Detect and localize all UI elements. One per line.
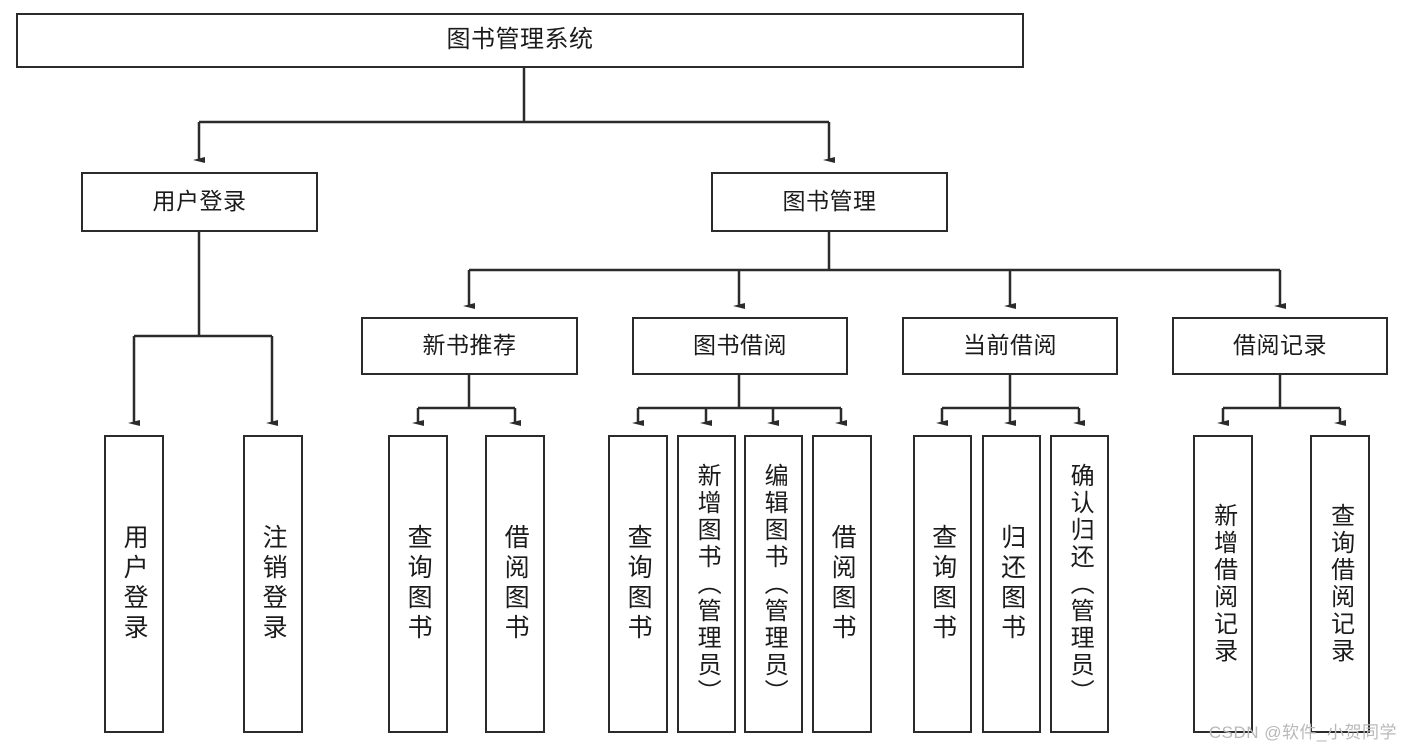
watermark-text: CSDN @软件_小贺同学 <box>1208 723 1397 742</box>
node-label: 查询图书 <box>624 524 653 644</box>
node-label: 新增图书（管理员） <box>693 462 721 706</box>
node-leaf-user-login[interactable]: 用户登录 <box>104 435 164 733</box>
node-label: 用户登录 <box>152 188 247 215</box>
node-leaf-edit-book-admin[interactable]: 编辑图书（管理员） <box>744 435 803 733</box>
node-label: 借阅记录 <box>1233 332 1327 359</box>
node-label: 借阅图书 <box>501 524 530 644</box>
node-root-book-management-system[interactable]: 图书管理系统 <box>16 13 1024 68</box>
node-label: 编辑图书（管理员） <box>760 462 788 706</box>
node-label: 新书推荐 <box>422 332 517 359</box>
node-label: 查询图书 <box>928 524 957 644</box>
node-borrow-record[interactable]: 借阅记录 <box>1172 317 1388 375</box>
node-leaf-logout[interactable]: 注销登录 <box>243 435 303 733</box>
node-leaf-return-book[interactable]: 归还图书 <box>982 435 1041 733</box>
node-label: 当前借阅 <box>963 332 1057 359</box>
node-book-management[interactable]: 图书管理 <box>711 172 948 232</box>
node-leaf-query-book-current[interactable]: 查询图书 <box>913 435 972 733</box>
node-user-login[interactable]: 用户登录 <box>81 172 318 232</box>
node-label: 确认归还（管理员） <box>1066 462 1094 706</box>
node-leaf-query-book-new[interactable]: 查询图书 <box>388 435 448 733</box>
node-label: 查询图书 <box>404 524 433 644</box>
node-label: 图书管理 <box>782 188 877 215</box>
node-label: 借阅图书 <box>828 524 857 644</box>
node-leaf-query-book-borrow[interactable]: 查询图书 <box>608 435 668 733</box>
node-book-borrow[interactable]: 图书借阅 <box>632 317 848 375</box>
node-leaf-add-borrow-record[interactable]: 新增借阅记录 <box>1193 435 1253 733</box>
node-leaf-borrow-book[interactable]: 借阅图书 <box>812 435 872 733</box>
node-new-book-recommend[interactable]: 新书推荐 <box>361 317 578 375</box>
node-label: 查询借阅记录 <box>1326 503 1354 665</box>
node-label: 用户登录 <box>120 524 149 644</box>
node-leaf-confirm-return-admin[interactable]: 确认归还（管理员） <box>1050 435 1109 733</box>
node-label: 注销登录 <box>259 524 288 644</box>
node-label: 新增借阅记录 <box>1209 503 1237 665</box>
node-label: 图书管理系统 <box>446 26 594 54</box>
node-current-borrow[interactable]: 当前借阅 <box>902 317 1118 375</box>
node-leaf-query-borrow-record[interactable]: 查询借阅记录 <box>1310 435 1370 733</box>
node-leaf-borrow-book-new[interactable]: 借阅图书 <box>485 435 545 733</box>
node-label: 归还图书 <box>997 524 1026 644</box>
node-label: 图书借阅 <box>693 332 787 359</box>
node-leaf-add-book-admin[interactable]: 新增图书（管理员） <box>677 435 736 733</box>
